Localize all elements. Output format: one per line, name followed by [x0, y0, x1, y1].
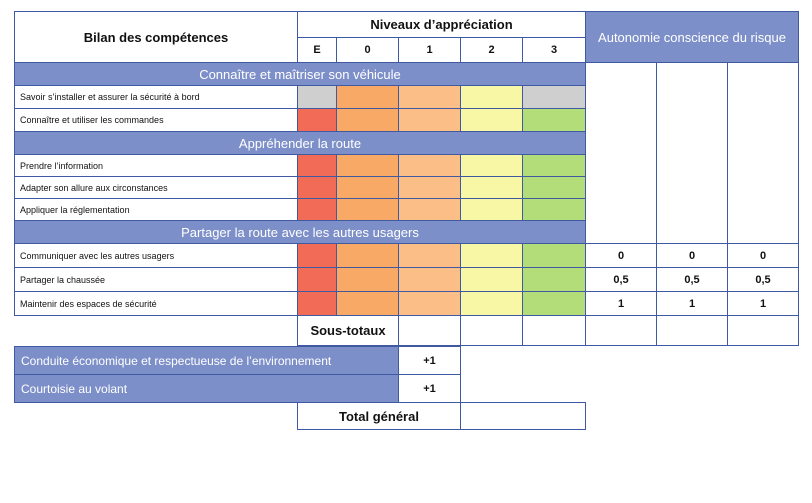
level-cell-1[interactable] — [398, 267, 461, 292]
competence-row-label: Partager la chaussée — [14, 267, 298, 292]
level-cell-3[interactable] — [522, 243, 586, 268]
sous-total-cell[interactable] — [727, 315, 799, 346]
level-cell-2[interactable] — [460, 267, 523, 292]
competence-row-label: Appliquer la réglementation — [14, 198, 298, 221]
level-header-3: 3 — [522, 37, 586, 63]
level-header-e: E — [297, 37, 337, 63]
autonomie-value: 1 — [585, 291, 657, 316]
level-cell-3[interactable] — [522, 154, 586, 177]
bonus-value-conduite: +1 — [398, 346, 461, 375]
autonomie-value: 1 — [656, 291, 728, 316]
level-cell-0[interactable] — [336, 85, 399, 109]
level-cell-1[interactable] — [398, 198, 461, 221]
level-cell-3[interactable] — [522, 267, 586, 292]
level-cell-0[interactable] — [336, 176, 399, 199]
bilan-title: Bilan des compétences — [83, 29, 229, 45]
sous-total-cell[interactable] — [398, 315, 461, 346]
level-header-1: 1 — [398, 37, 461, 63]
level-header-0: 0 — [336, 37, 399, 63]
bilan-header: Bilan des compétences — [14, 11, 298, 63]
autonomie-title: Autonomie conscience du risque — [598, 29, 786, 45]
autonomie-blank-cell — [585, 62, 657, 244]
level-cell-e[interactable] — [297, 85, 337, 109]
sous-total-cell[interactable] — [585, 315, 657, 346]
autonomie-value: 0 — [727, 243, 799, 268]
autonomie-blank-cell — [656, 62, 728, 244]
level-cell-3[interactable] — [522, 291, 586, 316]
level-cell-e[interactable] — [297, 291, 337, 316]
section-title-vehicule: Connaître et maîtriser son véhicule — [14, 62, 586, 86]
autonomie-header: Autonomie conscience du risque — [585, 11, 799, 63]
niveaux-title: Niveaux d’appréciation — [370, 17, 513, 32]
level-cell-e[interactable] — [297, 198, 337, 221]
level-cell-1[interactable] — [398, 154, 461, 177]
sous-total-cell[interactable] — [656, 315, 728, 346]
level-cell-1[interactable] — [398, 108, 461, 132]
autonomie-value: 0 — [585, 243, 657, 268]
sous-total-cell[interactable] — [522, 315, 586, 346]
level-cell-3[interactable] — [522, 85, 586, 109]
level-cell-1[interactable] — [398, 243, 461, 268]
autonomie-value: 1 — [727, 291, 799, 316]
competence-row-label: Prendre l’information — [14, 154, 298, 177]
section-title-route: Appréhender la route — [14, 131, 586, 155]
sous-total-cell[interactable] — [460, 315, 523, 346]
autonomie-value: 0 — [656, 243, 728, 268]
level-cell-2[interactable] — [460, 154, 523, 177]
level-cell-3[interactable] — [522, 108, 586, 132]
level-cell-0[interactable] — [336, 267, 399, 292]
level-cell-1[interactable] — [398, 291, 461, 316]
level-cell-0[interactable] — [336, 198, 399, 221]
sous-totaux-label: Sous-totaux — [297, 315, 399, 346]
autonomie-value: 0,5 — [727, 267, 799, 292]
section-title-partager: Partager la route avec les autres usager… — [14, 220, 586, 244]
level-cell-2[interactable] — [460, 198, 523, 221]
level-cell-2[interactable] — [460, 243, 523, 268]
level-cell-e[interactable] — [297, 267, 337, 292]
bonus-label-conduite: Conduite économique et respectueuse de l… — [14, 346, 399, 375]
level-cell-0[interactable] — [336, 291, 399, 316]
bonus-value-courtoisie: +1 — [398, 374, 461, 403]
level-cell-2[interactable] — [460, 108, 523, 132]
level-cell-2[interactable] — [460, 85, 523, 109]
total-general-label: Total général — [297, 402, 461, 430]
competence-row-label: Maintenir des espaces de sécurité — [14, 291, 298, 316]
level-cell-e[interactable] — [297, 108, 337, 132]
competence-row-label: Savoir s’installer et assurer la sécurit… — [14, 85, 298, 109]
autonomie-value: 0,5 — [585, 267, 657, 292]
level-cell-e[interactable] — [297, 176, 337, 199]
autonomie-blank-cell — [727, 62, 799, 244]
level-cell-3[interactable] — [522, 176, 586, 199]
autonomie-value: 0,5 — [656, 267, 728, 292]
level-cell-1[interactable] — [398, 85, 461, 109]
niveaux-header: Niveaux d’appréciation — [297, 11, 586, 38]
competence-row-label: Communiquer avec les autres usagers — [14, 243, 298, 268]
total-general-value[interactable] — [460, 402, 586, 430]
level-cell-e[interactable] — [297, 243, 337, 268]
level-cell-1[interactable] — [398, 176, 461, 199]
level-cell-0[interactable] — [336, 108, 399, 132]
bonus-label-courtoisie: Courtoisie au volant — [14, 374, 399, 403]
level-cell-0[interactable] — [336, 154, 399, 177]
level-cell-e[interactable] — [297, 154, 337, 177]
competence-row-label: Adapter son allure aux circonstances — [14, 176, 298, 199]
level-cell-2[interactable] — [460, 176, 523, 199]
competence-row-label: Connaître et utiliser les commandes — [14, 108, 298, 132]
level-cell-2[interactable] — [460, 291, 523, 316]
level-header-2: 2 — [460, 37, 523, 63]
level-cell-0[interactable] — [336, 243, 399, 268]
level-cell-3[interactable] — [522, 198, 586, 221]
